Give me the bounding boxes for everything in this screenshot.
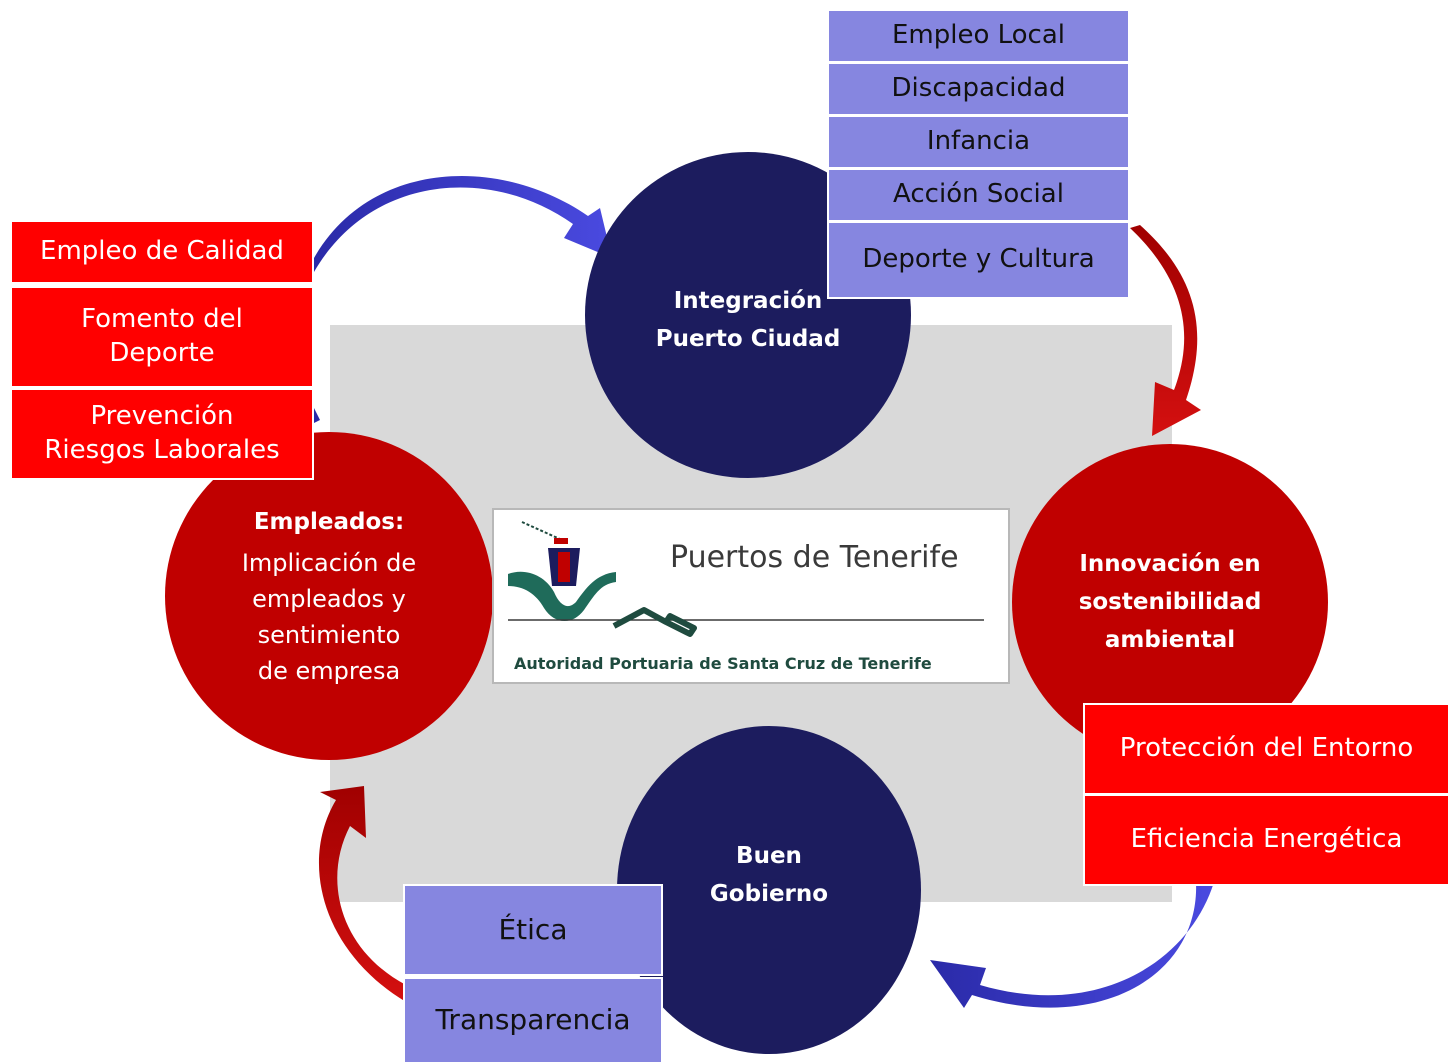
arrow-bottom-right [930,882,1214,1008]
empleados-item-line: Fomento del [81,304,243,335]
integracion-item: Acción Social [827,168,1130,222]
circle-title-line: Integración [673,288,823,314]
empleados-item-line: Deporte [109,338,215,368]
integracion-item: Discapacidad [827,62,1130,116]
integracion-item: Infancia [827,115,1130,169]
circle-title: Empleados: [253,509,405,535]
integracion-item: Deporte y Cultura [827,221,1130,299]
circle-title-line: sostenibilidad [1078,589,1262,615]
circle-text-line: Implicación de [241,549,417,577]
innovacion-item: Eficiencia Energética [1083,794,1450,886]
arrow-tip-small [312,404,320,424]
ship-wave-logo-icon [508,521,616,622]
circle-title-line: Puerto Ciudad [655,326,841,352]
arrow-top-right [1130,225,1201,436]
empleados-item: Fomento del Deporte [10,286,314,388]
circle-integracion-puerto-ciudad: Integración Puerto Ciudad [585,152,911,478]
circle-buen-gobierno: Buen Gobierno [617,726,921,1054]
integracion-item: Empleo Local [827,9,1130,63]
gobierno-item: Ética [403,884,663,976]
logo-divider-icon [508,607,984,637]
circle-text-line: empleados y [252,585,406,613]
empleados-item: Empleo de Calidad [10,220,314,284]
circle-title-line: Innovación en [1079,551,1261,577]
circle-title-line: ambiental [1104,627,1236,653]
circle-text-line: sentimiento [257,621,401,649]
arrow-top-left [314,176,612,272]
logo-name: Puertos de Tenerife [670,540,959,575]
gobierno-item: Transparencia [403,977,663,1064]
innovacion-item: Protección del Entorno [1083,703,1450,795]
empleados-item: Prevención Riesgos Laborales [10,388,314,480]
logo-subtitle: Autoridad Portuaria de Santa Cruz de Ten… [514,654,932,673]
arrow-bottom-left [318,786,406,1002]
circle-text-line: de empresa [257,657,401,685]
empleados-item-line: Riesgos Laborales [44,435,280,465]
circle-title-line: Gobierno [709,881,829,907]
empleados-item-line: Prevención [90,401,234,432]
circle-empleados: Empleados: Implicación de empleados y se… [165,432,493,760]
circle-title-line: Buen [736,843,802,869]
puertos-de-tenerife-logo: Puertos de Tenerife Autoridad Portuaria … [492,508,1010,684]
